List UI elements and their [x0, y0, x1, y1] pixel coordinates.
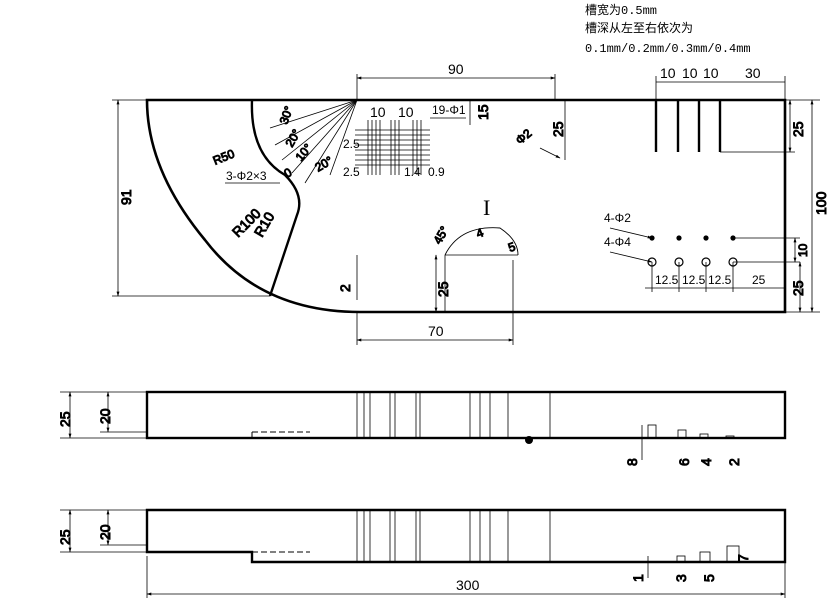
label-3-holes: 3-Φ2×3 — [226, 169, 267, 183]
arc-45 — [444, 227, 519, 256]
dim-10-slot-c: 10 — [703, 65, 719, 81]
holes-row — [647, 235, 738, 267]
label-4-phi4: 4-Φ4 — [604, 235, 631, 249]
dimension-lines — [112, 74, 820, 345]
label-roman-one: I — [483, 195, 490, 220]
dim-2-5-a: 2.5 — [343, 165, 360, 179]
dim-25-bottom-right: 25 — [790, 280, 806, 296]
note-slot-depth-title: 槽深从左至右依次为 — [585, 22, 694, 36]
dim-10-grid-a: 10 — [370, 104, 386, 120]
dim-12-5-c: 12.5 — [708, 273, 732, 287]
dim-91: 91 — [118, 189, 134, 205]
label-r50: R50 — [211, 146, 237, 167]
side1-dim-8: 8 — [624, 458, 640, 466]
hole-grid-19 — [355, 120, 430, 175]
main-view-text: 90 10 10 10 30 10 10 19-Φ1 3-Φ2×3 2.5 2.… — [226, 61, 766, 339]
slots-group — [654, 100, 722, 152]
label-angle-20b: 20° — [313, 153, 336, 174]
dim-25-arc: 25 — [435, 281, 451, 297]
angle-fan-lines — [269, 99, 358, 184]
r50-curve — [250, 99, 301, 297]
label-small-5: 5 — [506, 239, 517, 255]
dim-10-right: 10 — [796, 243, 810, 257]
label-4-phi2: 4-Φ2 — [604, 211, 631, 225]
side-view-2: 25 20 1 3 5 7 300 — [57, 508, 787, 598]
label-angle-30: 30° — [277, 104, 296, 126]
side1-dim-6: 6 — [676, 458, 692, 466]
dim-2: 2 — [337, 284, 353, 292]
dim-10-grid-b: 10 — [398, 104, 414, 120]
dim-1-4: 1.4 — [404, 165, 421, 179]
main-view: 91 100 25 25 15 25 2 10 25 R50 R100 R10 … — [112, 74, 830, 345]
dim-25-right: 25 — [790, 121, 806, 137]
side1-dim-4: 4 — [698, 458, 714, 466]
dim-0-9: 0.9 — [428, 165, 445, 179]
dim-30: 30 — [745, 65, 761, 81]
dim-15: 15 — [475, 104, 491, 120]
dim-100: 100 — [813, 191, 829, 215]
dim-10-slot-b: 10 — [682, 65, 698, 81]
side1-dim-20: 20 — [97, 408, 113, 424]
side2-dim-7: 7 — [735, 554, 751, 562]
side2-dim-20: 20 — [97, 524, 113, 540]
block-outline — [145, 98, 787, 314]
dim-25-top: 25 — [550, 121, 566, 137]
note-slot-depth-values: 0.1mm/0.2mm/0.3mm/0.4mm — [585, 42, 751, 56]
note-slot-width: 槽宽为0.5mm — [585, 4, 658, 18]
dim-12-5-a: 12.5 — [655, 273, 679, 287]
side2-dim-5: 5 — [701, 574, 717, 582]
side-view-1: 25 20 8 6 4 2 — [57, 390, 787, 467]
side1-dim-25: 25 — [57, 411, 73, 427]
side2-dim-1: 1 — [630, 574, 646, 582]
label-19-holes: 19-Φ1 — [432, 103, 466, 117]
dim-90: 90 — [448, 61, 464, 77]
side2-dim-300: 300 — [456, 577, 480, 593]
label-small-4: 4 — [474, 225, 485, 241]
label-45deg: 45° — [430, 224, 451, 247]
side2-dim-25: 25 — [57, 529, 73, 545]
dim-12-5-b: 12.5 — [682, 273, 706, 287]
side1-dim-2: 2 — [726, 458, 742, 466]
dim-25-holes: 25 — [752, 273, 766, 287]
dim-70: 70 — [428, 323, 444, 339]
dim-10-slot-a: 10 — [660, 65, 676, 81]
dim-2-5-b: 2.5 — [343, 137, 360, 151]
side2-dim-3: 3 — [673, 574, 689, 582]
label-phi2: Φ2 — [513, 126, 535, 147]
